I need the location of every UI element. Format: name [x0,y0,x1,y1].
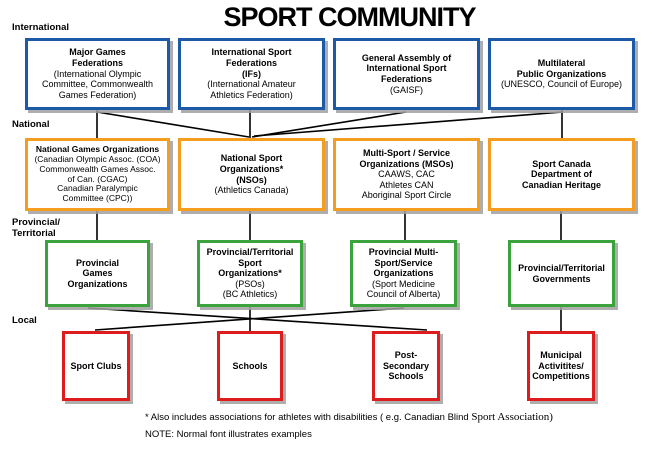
level-label-local: Local [12,315,37,326]
level-label-international: International [12,22,70,33]
level-label-national: National [12,119,50,130]
box-sport-clubs: Sport Clubs [62,331,130,401]
footnote-asterisk-text: * Also includes associations for athlete… [145,412,472,423]
level-label-provincial-territorial: Provincial/ Territorial [12,217,61,239]
page-title: SPORT COMMUNITY [223,2,477,32]
footnote-asterisk: * Also includes associations for athlete… [145,411,553,423]
box-schools: Schools [217,331,283,401]
footnote-note: NOTE: Normal font illustrates examples [145,429,312,440]
box-national-games-organizations: National Games Organizations(Canadian Ol… [25,138,170,211]
footnote-asterisk-text-alt: Sport Association) [471,411,553,423]
